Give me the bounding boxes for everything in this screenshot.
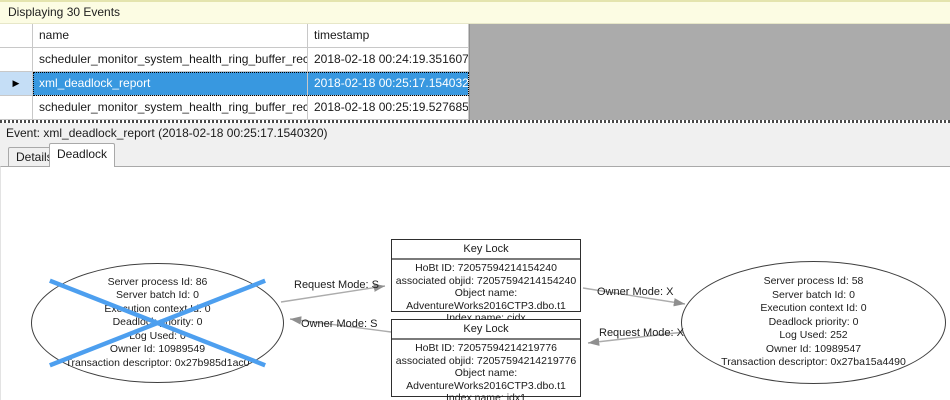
process-line: Server batch Id: 0: [772, 288, 855, 301]
grid-header-row: name timestamp: [0, 24, 469, 48]
event-name-cell[interactable]: scheduler_monitor_system_health_ring_buf…: [33, 48, 308, 72]
events-count-bar: Displaying 30 Events: [0, 0, 950, 24]
column-header-name[interactable]: name: [33, 24, 308, 48]
event-timestamp-cell[interactable]: 2018-02-18 00:25:17.1540320: [308, 72, 469, 96]
edge-label-request-s: Request Mode: S: [294, 279, 379, 291]
process-line: Transaction descriptor: 0x27b985d1ac0: [65, 356, 250, 369]
events-grid-zone: name timestamp scheduler_monitor_system_…: [0, 24, 950, 120]
process-line: Log Used: 0: [129, 329, 186, 342]
event-name-cell[interactable]: xml_deadlock_report: [33, 72, 308, 96]
deadlock-graph-pane: Server process Id: 86 Server batch Id: 0…: [0, 166, 950, 400]
row-selector-cell[interactable]: [0, 96, 33, 120]
key-lock-node: Key Lock HoBt ID: 72057594214219776 asso…: [391, 319, 581, 400]
lock-title: Key Lock: [392, 240, 580, 260]
process-line: Owner Id: 10989549: [109, 343, 206, 356]
process-line: Log Used: 252: [779, 329, 848, 342]
lock-line: HoBt ID: 72057594214219776: [415, 342, 557, 354]
lock-title: Key Lock: [392, 320, 580, 340]
lock-line: associated objid: 72057594214219776: [395, 354, 577, 367]
process-line: Server process Id: 86: [107, 275, 208, 288]
event-header-text: Event: xml_deadlock_report (2018-02-18 0…: [6, 126, 328, 140]
table-row[interactable]: scheduler_monitor_system_health_ring_buf…: [0, 96, 469, 120]
edge-label-request-x: Request Mode: X: [599, 327, 684, 339]
lock-line: Index name: idx1: [446, 392, 526, 400]
process-line: Owner Id: 10989547: [765, 342, 862, 355]
process-line: Server process Id: 58: [763, 275, 864, 288]
key-lock-node: Key Lock HoBt ID: 72057594214154240 asso…: [391, 239, 581, 324]
table-row[interactable]: scheduler_monitor_system_health_ring_buf…: [0, 48, 469, 72]
tab-deadlock[interactable]: Deadlock: [49, 143, 116, 167]
current-row-arrow-icon: ▶: [12, 78, 20, 88]
tab-details[interactable]: Details: [8, 147, 61, 166]
lock-line: Object name: AdventureWorks2016CTP3.dbo.…: [406, 287, 566, 312]
edge-label-owner-s: Owner Mode: S: [301, 318, 378, 330]
process-line: Transaction descriptor: 0x27ba15a4490: [721, 356, 906, 369]
lock-line: HoBt ID: 72057594214154240: [415, 262, 557, 274]
process-node-victim: Server process Id: 86 Server batch Id: 0…: [31, 263, 284, 383]
process-line: Deadlock priority: 0: [112, 316, 203, 329]
events-grid: name timestamp scheduler_monitor_system_…: [0, 24, 470, 120]
process-node: Server process Id: 58 Server batch Id: 0…: [681, 261, 946, 384]
process-line: Deadlock priority: 0: [768, 315, 859, 328]
event-name-cell[interactable]: scheduler_monitor_system_health_ring_buf…: [33, 96, 308, 120]
event-timestamp-cell[interactable]: 2018-02-18 00:24:19.3516078: [308, 48, 469, 72]
process-line: Server batch Id: 0: [116, 289, 199, 302]
row-selector-cell[interactable]: [0, 48, 33, 72]
table-row-selected[interactable]: ▶ xml_deadlock_report 2018-02-18 00:25:1…: [0, 72, 469, 96]
grid-header-selector: [0, 24, 33, 48]
event-timestamp-cell[interactable]: 2018-02-18 00:25:19.5276859: [308, 96, 469, 120]
lock-line: associated objid: 72057594214154240: [395, 274, 577, 287]
lock-line: Object name: AdventureWorks2016CTP3.dbo.…: [406, 367, 566, 392]
process-line: Execution context Id: 0: [760, 302, 867, 315]
edge-label-owner-x: Owner Mode: X: [597, 286, 674, 298]
events-count-text: Displaying 30 Events: [8, 5, 121, 19]
event-header-bar: Event: xml_deadlock_report (2018-02-18 0…: [0, 123, 950, 143]
row-selector-cell: ▶: [0, 72, 33, 96]
horizontal-splitter[interactable]: [0, 120, 950, 123]
column-header-timestamp[interactable]: timestamp: [308, 24, 469, 48]
process-line: Execution context Id: 0: [104, 302, 211, 315]
tab-strip: Details Deadlock: [0, 143, 950, 167]
